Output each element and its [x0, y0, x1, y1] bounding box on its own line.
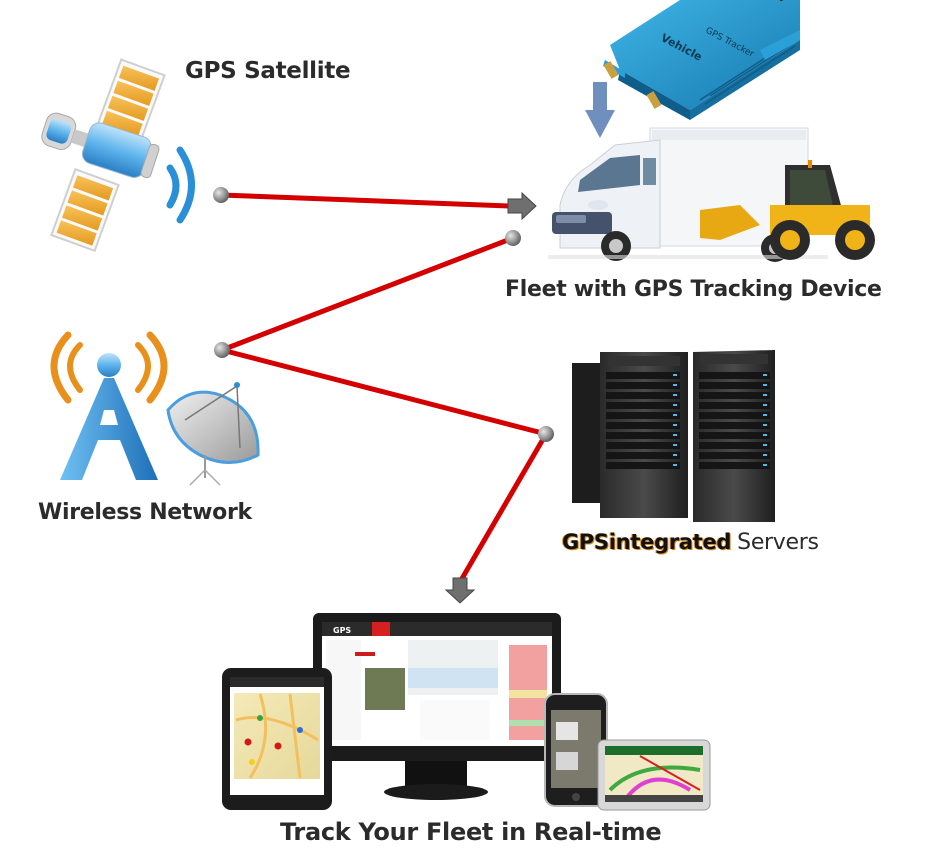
links: [213, 187, 554, 604]
rack-led: [673, 464, 677, 466]
app-logo: GPS: [333, 626, 351, 635]
gps-tracker-device-icon: GPS Tracker Vehicle: [603, 0, 800, 120]
arrow-down-icon: [444, 577, 476, 604]
rack-led: [673, 444, 677, 446]
rack-led: [763, 404, 767, 406]
node-wireless: [214, 342, 230, 358]
devices-label: Track Your Fleet in Real-time: [280, 818, 662, 846]
rack-led: [673, 394, 677, 396]
servers-text: Servers: [737, 530, 819, 555]
node-fleet: [505, 230, 521, 246]
rack-led: [673, 414, 677, 416]
fleet-label: Fleet with GPS Tracking Device: [505, 277, 882, 302]
link-wireless-fleet: [221, 230, 521, 353]
down-arrow-icon: [585, 82, 615, 138]
rack-led: [763, 464, 767, 466]
rack-led: [763, 384, 767, 386]
rack-slot: [699, 432, 770, 439]
rack-slot: [699, 402, 770, 409]
rack-slot: [606, 402, 680, 409]
rack-slot: [606, 392, 680, 399]
rack-slot: [699, 382, 770, 389]
rack-slot: [606, 462, 680, 469]
rack-led: [763, 414, 767, 416]
wireless-label: Wireless Network: [38, 500, 252, 525]
gps-navigator-icon: [597, 739, 711, 811]
monitor-icon: GPS: [313, 613, 561, 800]
rack-led: [673, 454, 677, 456]
rack-slot: [606, 422, 680, 429]
tablet-icon: [222, 668, 332, 810]
arrow-right-icon: [507, 191, 537, 221]
rack-led: [673, 404, 677, 406]
node-servers: [538, 426, 554, 442]
rack-led: [673, 374, 677, 376]
rack-led: [673, 384, 677, 386]
rack-slot: [699, 452, 770, 459]
rack-led: [673, 434, 677, 436]
rack-slot: [606, 452, 680, 459]
link-satellite-fleet: [213, 187, 537, 221]
rack-slot: [699, 412, 770, 419]
rack-led: [763, 424, 767, 426]
rack-led: [763, 444, 767, 446]
loader-icon: [700, 160, 875, 260]
link-servers-devices: [444, 426, 554, 604]
phone-icon: [544, 693, 608, 807]
rack-slot: [606, 412, 680, 419]
rack-slot: [606, 442, 680, 449]
devices-icon: GPS: [222, 613, 711, 811]
cell-tower-icon: [50, 331, 168, 480]
rack-led: [763, 454, 767, 456]
rack-led: [763, 374, 767, 376]
rack-slot: [699, 442, 770, 449]
rack-slot: [699, 392, 770, 399]
rack-slot: [699, 462, 770, 469]
link-wireless-servers: [214, 342, 547, 437]
rack-led: [763, 394, 767, 396]
rack-led: [673, 424, 677, 426]
rack-slot: [606, 432, 680, 439]
rack-slot: [606, 382, 680, 389]
server-rack-icon: [572, 350, 775, 522]
servers-brand: GPSintegrated: [562, 530, 732, 554]
node-satellite: [213, 187, 229, 203]
rack-slot: [699, 372, 770, 379]
rack-slot: [606, 372, 680, 379]
satellite-label: GPS Satellite: [185, 58, 351, 84]
rack-led: [763, 434, 767, 436]
satellite-icon: [41, 58, 195, 253]
rack-slot: [699, 422, 770, 429]
satellite-dish-icon: [166, 382, 260, 486]
